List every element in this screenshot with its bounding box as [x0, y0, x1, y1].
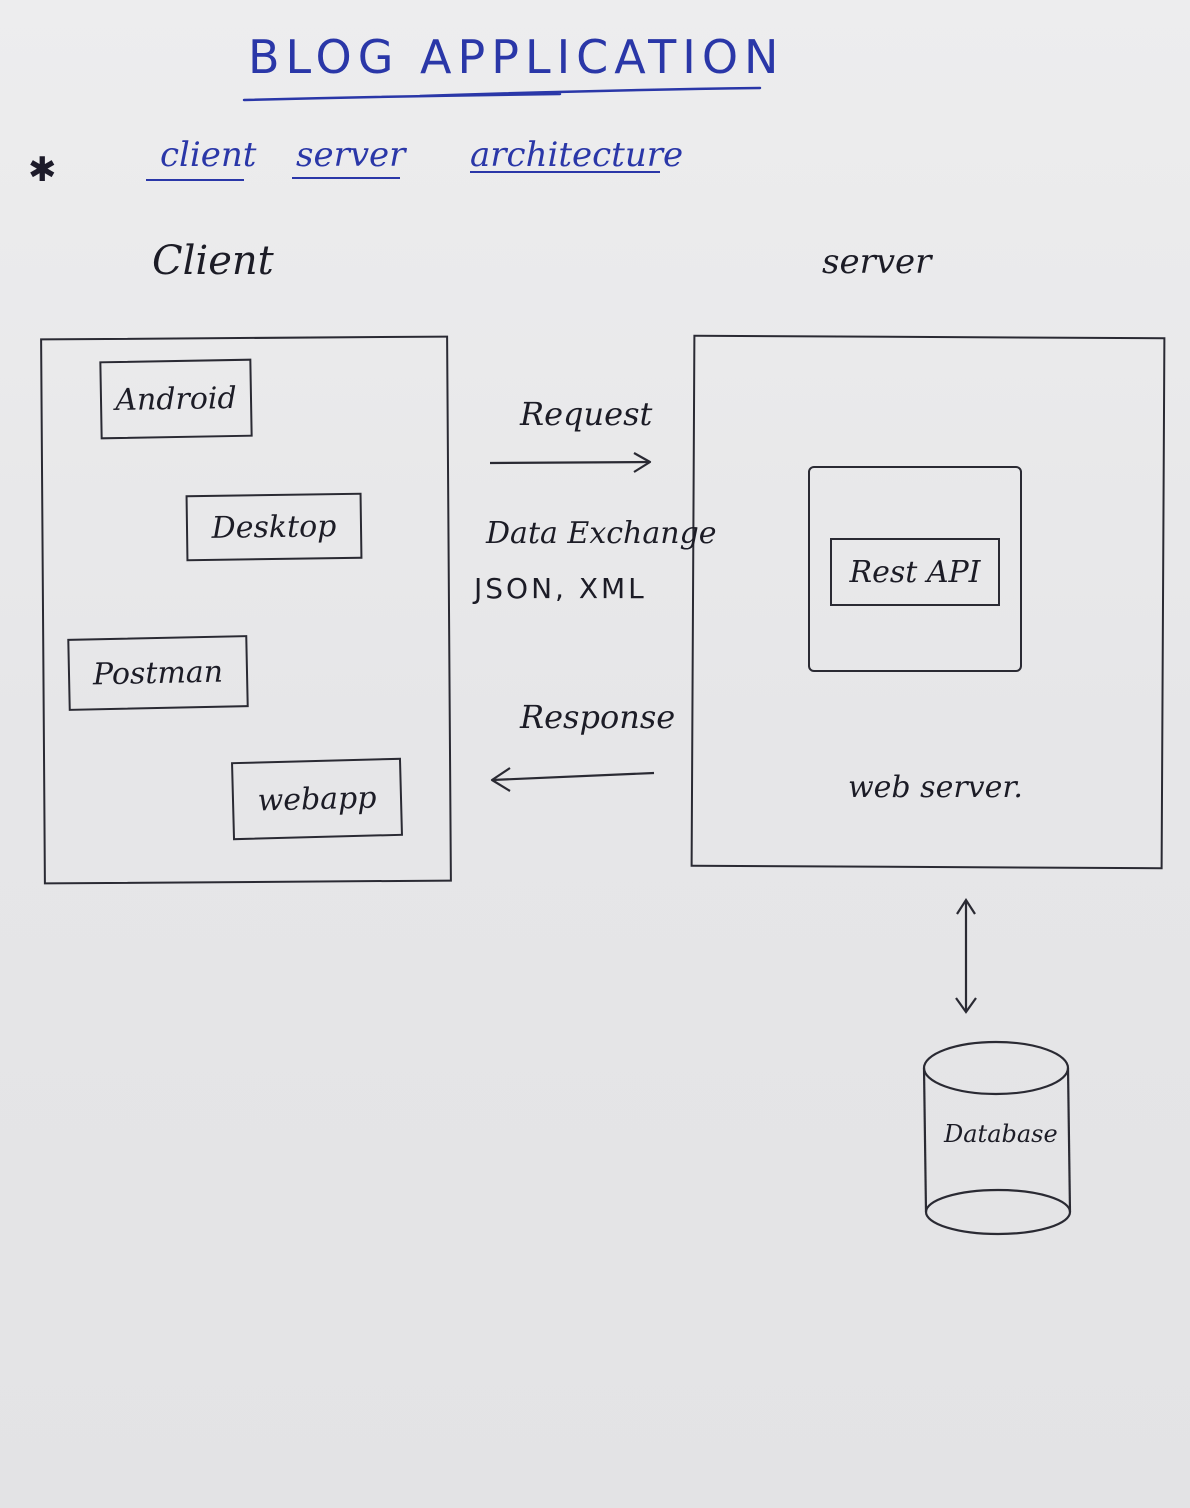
client-heading: Client	[152, 238, 274, 284]
response-arrow	[490, 767, 655, 792]
data-exchange-label: Data Exchange	[486, 516, 717, 551]
request-arrow	[489, 452, 652, 473]
database-label: Database	[944, 1120, 1058, 1148]
subtitle-word-client: client	[160, 135, 257, 175]
rest-api-box: Rest API	[830, 538, 1000, 606]
subtitle-word-server: server	[296, 135, 406, 175]
server-inner-box	[808, 466, 1022, 672]
server-heading: server	[822, 242, 932, 282]
database-cylinder	[922, 1040, 1072, 1236]
subtitle-word-architecture: architecture	[470, 135, 684, 175]
web-server-caption: web server.	[848, 770, 1023, 805]
title-underline	[242, 86, 762, 102]
data-format-label: JSON, XML	[474, 572, 647, 605]
page-title: BLOG APPLICATION	[248, 30, 785, 84]
response-label: Response	[520, 698, 676, 736]
request-label: Request	[520, 395, 653, 433]
subtitle-marker: ✱	[28, 150, 57, 190]
server-database-arrow	[955, 897, 977, 1014]
